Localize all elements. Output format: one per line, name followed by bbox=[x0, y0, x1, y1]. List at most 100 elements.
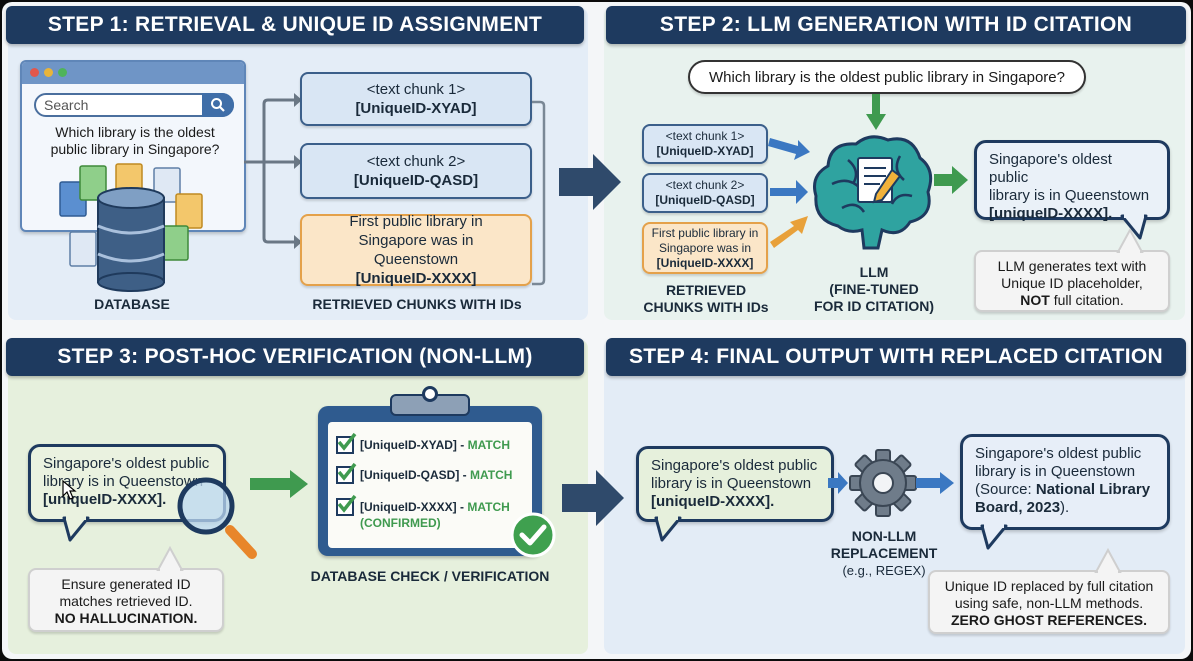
llm-output-bubble: Singapore's oldest public library is in … bbox=[974, 140, 1170, 222]
llm-label-line3: FOR ID CITATION) bbox=[813, 298, 935, 314]
verify-note: Ensure generated ID matches retrieved ID… bbox=[28, 568, 224, 632]
replacement-label-line1: NON-LLM bbox=[851, 528, 917, 544]
final-input-id: [uniqueID-XXXX]. bbox=[651, 493, 775, 510]
llm-query-bubble: Which library is the oldest public libra… bbox=[688, 60, 1086, 94]
final-output-source-prefix: (Source: bbox=[975, 481, 1032, 498]
search-input[interactable]: Search bbox=[44, 97, 89, 113]
llm-note: LLM generates text with Unique ID placeh… bbox=[974, 250, 1170, 312]
llm-chunk-2-id: [UniqueID-QASD] bbox=[655, 193, 755, 207]
replacement-label-line2: REPLACEMENT bbox=[830, 545, 938, 561]
database-label: DATABASE bbox=[94, 296, 170, 312]
minimize-dot-icon bbox=[44, 68, 53, 77]
gear-left-arrow bbox=[828, 472, 848, 494]
llm-note-line1: LLM generates text with bbox=[997, 258, 1147, 274]
search-query: Which library is the oldest public libra… bbox=[50, 124, 220, 157]
final-note-bold: ZERO GHOST REFERENCES. bbox=[950, 612, 1148, 628]
verify-bubble-line2: library is in Queenstown bbox=[43, 473, 204, 490]
checkmark-icon bbox=[337, 462, 357, 481]
final-input-line2: library is in Queenstown bbox=[651, 475, 812, 492]
check-1-status: MATCH bbox=[467, 438, 511, 452]
llm-note-bold: NOT bbox=[1020, 292, 1050, 308]
llm-chunk-2-text: <text chunk 2> bbox=[665, 178, 745, 192]
llm-chunks-label-line2: CHUNKS WITH IDs bbox=[643, 299, 769, 315]
llm-brain-icon bbox=[813, 135, 933, 250]
merge-bracket bbox=[532, 100, 546, 286]
step3-to-step4-arrow bbox=[562, 470, 624, 526]
check-2-status: MATCH bbox=[470, 468, 513, 482]
gear-right-arrow bbox=[916, 472, 954, 494]
mouse-cursor-icon bbox=[62, 479, 77, 500]
chunk-1-text: <text chunk 1> bbox=[366, 81, 466, 98]
database-illustration bbox=[59, 163, 203, 292]
verify-note-bold: NO HALLUCINATION. bbox=[54, 610, 198, 626]
step1-to-step2-arrow bbox=[559, 154, 621, 210]
check-3-id: [UniqueID-XXXX] - bbox=[360, 500, 464, 514]
step3-title: STEP 3: POST-HOC VERIFICATION (NON-LLM) bbox=[6, 338, 584, 376]
final-note-line3: ZERO GHOST REFERENCES. bbox=[938, 612, 1160, 629]
final-input-bubble: Singapore's oldest public library is in … bbox=[636, 446, 834, 522]
chunk-1: <text chunk 1> [UniqueID-XYAD] bbox=[300, 72, 532, 126]
final-note-line1: Unique ID replaced by full citation bbox=[944, 578, 1154, 594]
chunk-3: First public library in Singapore was in… bbox=[300, 213, 532, 287]
final-note: Unique ID replaced by full citation usin… bbox=[928, 570, 1170, 634]
verify-bubble-line1: Singapore's oldest public bbox=[43, 455, 210, 472]
final-note-line2: using safe, non-LLM methods. bbox=[954, 595, 1144, 611]
chunk-2-id: [UniqueID-QASD] bbox=[353, 172, 479, 189]
llm-note-line3: NOT full citation. bbox=[984, 292, 1160, 309]
replacement-label: NON-LLM REPLACEMENT (e.g., REGEX) bbox=[814, 528, 954, 579]
chunks-to-llm-arrows bbox=[768, 138, 810, 248]
query-to-llm-arrow bbox=[866, 94, 886, 130]
llm-note-line2: Unique ID placeholder, bbox=[1001, 275, 1143, 291]
maximize-dot-icon bbox=[58, 68, 67, 77]
final-output-suffix: ). bbox=[1060, 499, 1070, 516]
step1-title: STEP 1: RETRIEVAL & UNIQUE ID ASSIGNMENT bbox=[6, 6, 584, 44]
check-row-2: [UniqueID-QASD] - MATCH bbox=[336, 462, 536, 486]
llm-chunks-label: RETRIEVED CHUNKS WITH IDs bbox=[626, 282, 786, 316]
final-output-bubble: Singapore's oldest public library is in … bbox=[960, 434, 1170, 530]
final-output-line4: Board, 2023). bbox=[975, 499, 1155, 517]
replacement-sublabel: (e.g., REGEX) bbox=[842, 563, 926, 578]
verify-bubble: Singapore's oldest public library is in … bbox=[28, 444, 226, 522]
check-2-id: [UniqueID-QASD] - bbox=[360, 468, 467, 482]
llm-chunks-label-line1: RETRIEVED bbox=[665, 282, 747, 298]
branch-arrows bbox=[244, 93, 302, 249]
search-icon bbox=[211, 98, 225, 112]
search-button[interactable] bbox=[202, 93, 234, 117]
llm-chunk-1-id: [UniqueID-XYAD] bbox=[656, 144, 754, 158]
final-input-bubble-tail bbox=[654, 514, 682, 542]
check-row-3: [UniqueID-XXXX] - MATCH (CONFIRMED) bbox=[336, 494, 536, 534]
final-input-line1: Singapore's oldest public bbox=[651, 457, 818, 474]
check-3-confirmed: (CONFIRMED) bbox=[360, 516, 441, 530]
final-note-pointer bbox=[1094, 547, 1122, 574]
llm-label-line2: (FINE-TUNED bbox=[829, 281, 919, 297]
llm-output-line2: library is in Queenstown bbox=[989, 187, 1150, 204]
llm-chunk-3-id: [UniqueID-XXXX] bbox=[656, 255, 754, 270]
final-output-line3: (Source: National Library bbox=[975, 481, 1155, 499]
search-bar[interactable]: Search bbox=[34, 93, 234, 117]
chunk-3-id: [UniqueID-XXXX] bbox=[355, 270, 477, 287]
chunk-2: <text chunk 2> [UniqueID-QASD] bbox=[300, 143, 532, 199]
llm-output-bubble-tail bbox=[1120, 212, 1148, 240]
verification-clipboard bbox=[318, 406, 542, 556]
llm-to-output-arrow bbox=[934, 166, 968, 194]
chunk-1-id: [UniqueID-XYAD] bbox=[355, 100, 477, 117]
gear-icon bbox=[849, 449, 917, 517]
step4-title: STEP 4: FINAL OUTPUT WITH REPLACED CITAT… bbox=[606, 338, 1186, 376]
clipboard-paper bbox=[328, 422, 532, 548]
llm-chunk-1: <text chunk 1> [UniqueID-XYAD] bbox=[642, 124, 768, 164]
step2-title: STEP 2: LLM GENERATION WITH ID CITATION bbox=[606, 6, 1186, 44]
browser-titlebar bbox=[22, 62, 244, 84]
final-output-bubble-tail bbox=[980, 522, 1008, 550]
llm-note-pointer bbox=[1116, 227, 1144, 254]
llm-chunk-3-text: First public library in Singapore was in bbox=[651, 225, 759, 255]
clipboard-clip bbox=[390, 386, 470, 416]
llm-chunk-3: First public library in Singapore was in… bbox=[642, 222, 768, 274]
chunk-2-text: <text chunk 2> bbox=[366, 153, 466, 170]
check-row-1: [UniqueID-XYAD] - MATCH bbox=[336, 432, 536, 456]
verify-note-line1: Ensure generated ID bbox=[61, 576, 191, 592]
checkmark-icon bbox=[337, 432, 357, 451]
check-3-status: MATCH bbox=[467, 500, 510, 514]
check-1-id: [UniqueID-XYAD] - bbox=[360, 438, 465, 452]
magnifier-icon bbox=[177, 477, 257, 559]
